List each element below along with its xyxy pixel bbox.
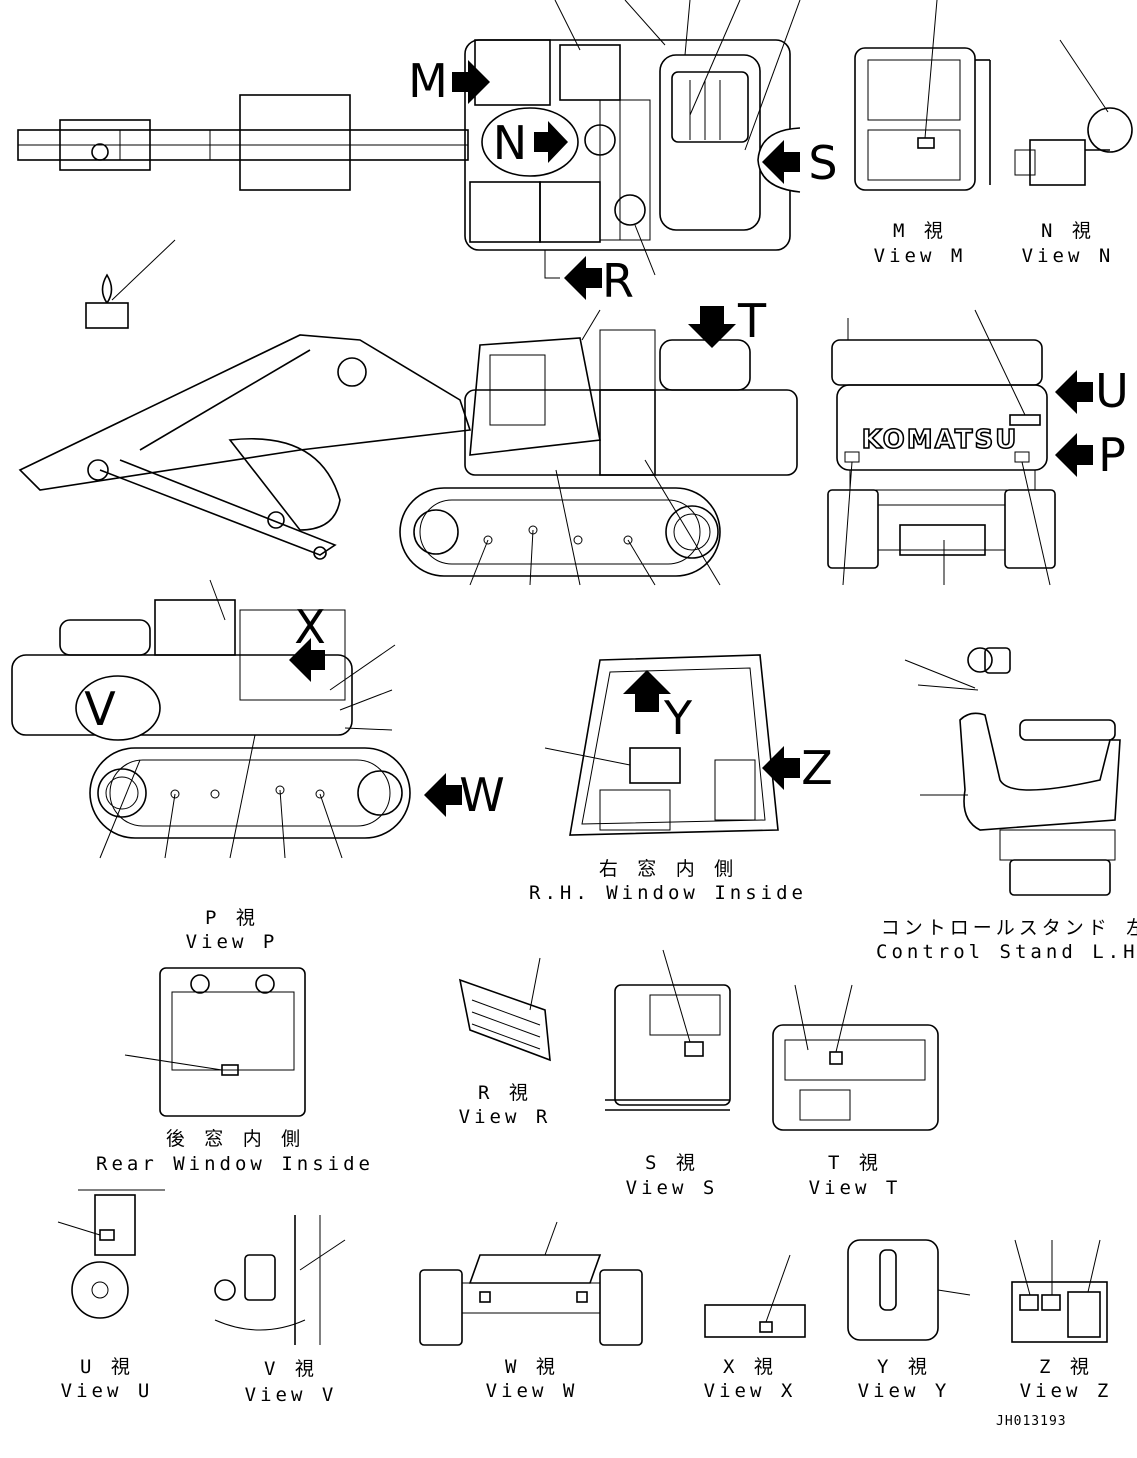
view-t-drawing xyxy=(772,984,939,1131)
view-z-drawing xyxy=(1011,1239,1108,1343)
caption-view-y-en: View Y xyxy=(857,1380,951,1402)
arrow-y-icon xyxy=(623,670,671,712)
view-s-drawing xyxy=(605,949,731,1111)
caption-rh-window-jp: 右 窓 内 側 xyxy=(598,858,738,880)
arrow-z-icon xyxy=(762,746,800,790)
caption-rear-window-jp: 後 窓 内 側 xyxy=(165,1128,305,1150)
view-n-drawing xyxy=(1014,39,1133,186)
caption-view-p-en: View P xyxy=(185,931,279,953)
caption-view-t-jp: T 視 xyxy=(828,1152,882,1174)
right-side-view-excavator xyxy=(11,579,411,859)
view-v-drawing xyxy=(214,1215,346,1345)
caption-view-x-en: View X xyxy=(703,1380,797,1402)
caption-view-p-jp: P 視 xyxy=(205,907,259,929)
view-arrows xyxy=(120,60,1093,817)
arrow-r-icon xyxy=(564,256,602,300)
control-stand-drawing xyxy=(904,647,1121,896)
arrow-m-icon xyxy=(452,60,490,104)
caption-control-stand-en: Control Stand L.H. xyxy=(876,941,1137,963)
caption-view-v-en: View V xyxy=(244,1384,338,1406)
caption-view-x-jp: X 視 xyxy=(723,1356,777,1378)
letter-p: P xyxy=(1098,428,1126,482)
letter-u: U xyxy=(1095,364,1129,418)
letter-z: Z xyxy=(801,741,833,795)
caption-view-m-en: View M xyxy=(873,245,967,267)
caption-view-z-jp: Z 視 xyxy=(1039,1356,1093,1378)
caption-view-u-jp: U 視 xyxy=(80,1356,134,1378)
arrow-s-icon xyxy=(762,140,800,184)
caption-view-w-en: View W xyxy=(485,1380,579,1402)
caption-view-u-en: View U xyxy=(60,1380,154,1402)
drawing-code: JH013193 xyxy=(996,1414,1067,1429)
caption-view-s-en: View S xyxy=(625,1177,719,1199)
letter-x: X xyxy=(294,600,326,654)
view-r-drawing xyxy=(458,957,551,1062)
brand-logo: KOMATSU xyxy=(862,425,1019,455)
caption-rear-window-en: Rear Window Inside xyxy=(96,1153,374,1175)
letter-m: M xyxy=(408,54,448,108)
letter-s: S xyxy=(808,136,838,190)
rear-view-excavator xyxy=(827,309,1056,586)
view-m-drawing xyxy=(854,0,991,191)
caption-view-y-jp: Y 視 xyxy=(877,1356,931,1378)
caption-view-w-jp: W 視 xyxy=(505,1356,559,1378)
arrow-w-icon xyxy=(424,773,462,817)
view-u-drawing xyxy=(57,1189,165,1319)
caption-view-n-en: View N xyxy=(1021,245,1115,267)
caption-view-m-jp: M 視 xyxy=(893,220,947,242)
caption-view-t-en: View T xyxy=(808,1177,902,1199)
letter-t: T xyxy=(737,294,767,348)
arrow-p-icon xyxy=(1055,433,1093,477)
caption-view-z-en: View Z xyxy=(1019,1380,1113,1402)
view-x-drawing xyxy=(704,1254,806,1338)
view-y-drawing xyxy=(847,1239,971,1341)
letter-w: W xyxy=(459,768,505,822)
view-w-drawing xyxy=(419,1221,643,1346)
rh-window-inside-drawing xyxy=(544,654,779,836)
letter-v: V xyxy=(84,682,116,736)
caption-control-stand-jp: コントロールスタンド 左 xyxy=(880,917,1137,939)
side-view-excavator xyxy=(18,309,798,586)
caption-view-r-jp: R 視 xyxy=(478,1082,532,1104)
arrow-u-icon xyxy=(1055,370,1093,414)
arrow-t-icon xyxy=(688,306,736,348)
letter-n: N xyxy=(492,116,528,170)
rear-window-inside-drawing xyxy=(124,967,306,1117)
caption-view-n-jp: N 視 xyxy=(1041,220,1095,242)
letter-r: R xyxy=(602,254,634,308)
caption-view-v-jp: V 視 xyxy=(264,1358,318,1380)
caption-view-s-jp: S 視 xyxy=(645,1152,699,1174)
caption-view-r-en: View R xyxy=(458,1106,552,1128)
arrow-n-icon xyxy=(534,121,568,163)
arrow-x-icon xyxy=(289,638,325,682)
caption-rh-window-en: R.H. Window Inside xyxy=(529,882,807,904)
letter-y: Y xyxy=(663,691,693,745)
top-view-excavator xyxy=(17,0,801,329)
